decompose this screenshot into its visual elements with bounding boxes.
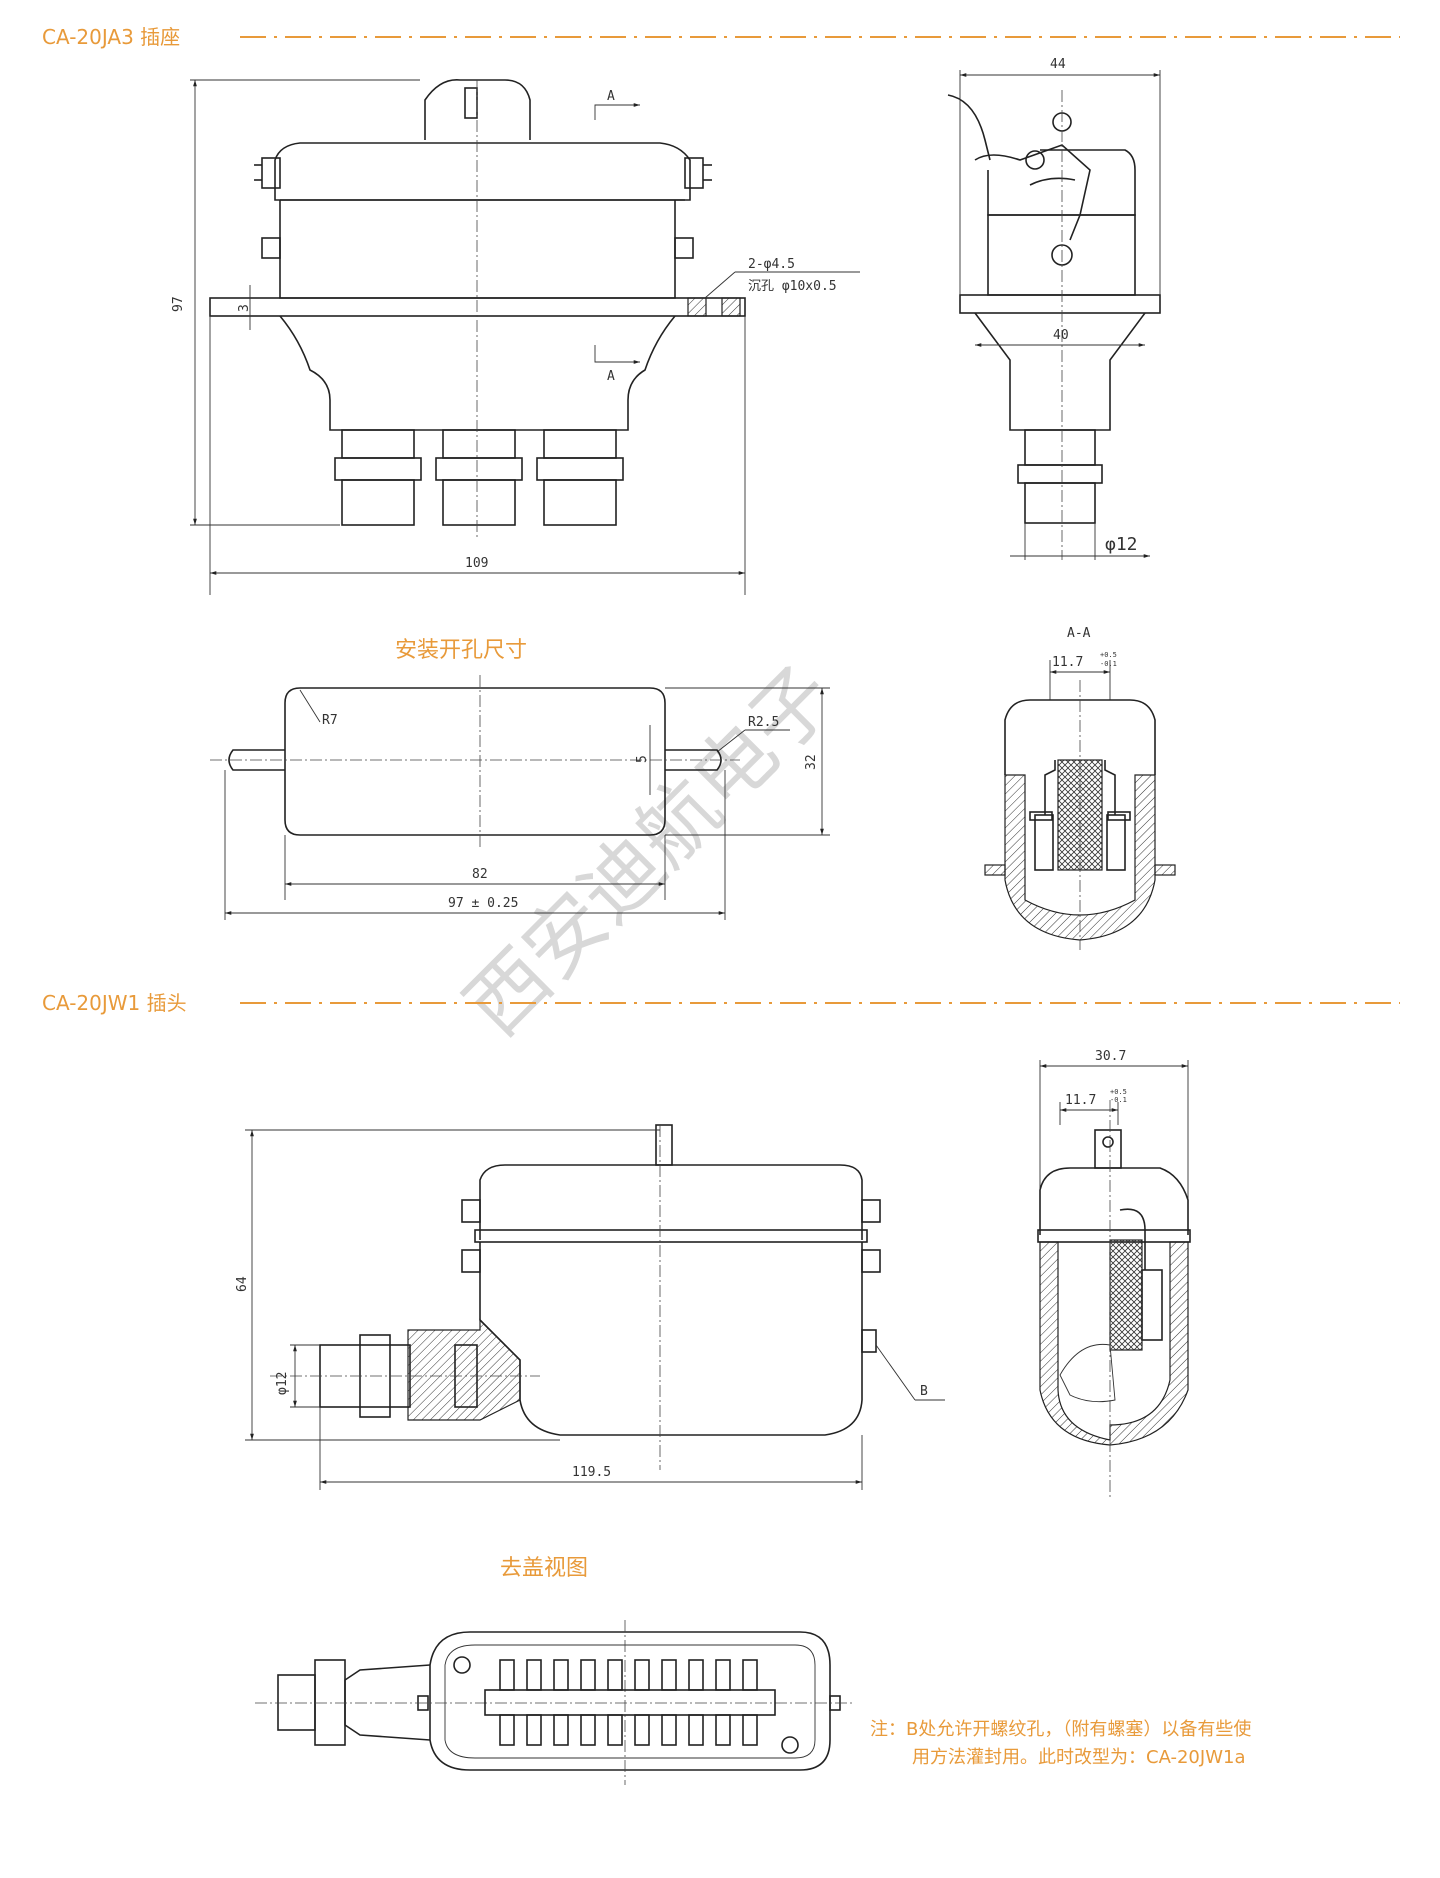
dim-side-44: 44 <box>1050 57 1066 72</box>
hole-note-1: 2-φ4.5 <box>748 257 795 272</box>
aa-dim-tol-up: +0.5 <box>1100 651 1117 659</box>
plug-side-tol-up: +0.5 <box>1110 1088 1127 1096</box>
socket-section-header: CA-20JA3 插座 <box>42 25 1400 49</box>
hole-note-2: 沉孔 φ10x0.5 <box>748 279 837 294</box>
socket-front-view: A A 97 3 109 2-φ4.5 沉孔 φ10x0.5 <box>171 79 860 595</box>
dim-r7: R7 <box>322 713 338 728</box>
topview-title: 去盖视图 <box>500 1556 588 1581</box>
dim-side-40: 40 <box>1053 328 1069 343</box>
socket-side-view: 44 40 φ12 <box>947 57 1161 560</box>
top-view-cover-removed: 去盖视图 <box>255 1556 855 1785</box>
socket-gland-1 <box>334 429 422 526</box>
dim-plug-dia12: φ12 <box>275 1372 290 1395</box>
dim-r2-5: R2.5 <box>748 715 779 730</box>
dim-plug-64: 64 <box>235 1276 250 1292</box>
plug-side-dim-main: 11.7 <box>1065 1093 1096 1108</box>
note-line-2: 用方法灌封用。此时改型为：CA-20JW1a <box>912 1747 1245 1768</box>
dim-32: 32 <box>804 754 819 770</box>
dim-width-109: 109 <box>465 556 488 571</box>
plug-section-header: CA-20JW1 插头 <box>42 991 1400 1015</box>
socket-section-title: CA-20JA3 插座 <box>42 25 180 49</box>
dim-height-97: 97 <box>171 296 186 312</box>
dim-plug-119-5: 119.5 <box>572 1465 611 1480</box>
plug-side-tol-low: -0.1 <box>1110 1096 1127 1104</box>
aa-dim-main: 11.7 <box>1052 655 1083 670</box>
plug-section-title: CA-20JW1 插头 <box>42 991 187 1015</box>
dim-97-tol: 97 ± 0.25 <box>448 896 518 911</box>
aa-dim-tol-low: -0.1 <box>1100 660 1117 668</box>
section-aa-label: A-A <box>1067 626 1091 641</box>
dim-flange-3: 3 <box>237 304 252 312</box>
plug-side-view: 30.7 11.7 +0.5 -0.1 <box>1037 1049 1191 1500</box>
plug-side-dim-30-7: 30.7 <box>1095 1049 1126 1064</box>
socket-gland-2 <box>435 429 523 526</box>
cutout-view: 安装开孔尺寸 R7 R2.5 5 32 82 97 ± 0.25 <box>210 638 830 920</box>
watermark: 西安迪航电子 <box>448 648 853 1053</box>
cutout-title: 安装开孔尺寸 <box>395 638 527 663</box>
section-mark-bottom: A <box>607 369 615 384</box>
section-aa-view: A-A 11.7 +0.5 -0.1 <box>984 626 1176 950</box>
dim-5: 5 <box>635 755 650 763</box>
socket-gland-3 <box>536 429 624 526</box>
dim-side-dia12: φ12 <box>1105 534 1138 555</box>
plug-front-view: 64 φ12 119.5 B <box>235 1124 945 1490</box>
note-block: 注：B处允许开螺纹孔，（附有螺塞）以备有些使 用方法灌封用。此时改型为：CA-2… <box>870 1719 1251 1768</box>
section-mark-top: A <box>607 89 615 104</box>
note-line-1: 注：B处允许开螺纹孔，（附有螺塞）以备有些使 <box>870 1719 1251 1740</box>
terminal-rows <box>484 1659 776 1746</box>
dim-82: 82 <box>472 867 488 882</box>
mark-b: B <box>920 1384 928 1399</box>
